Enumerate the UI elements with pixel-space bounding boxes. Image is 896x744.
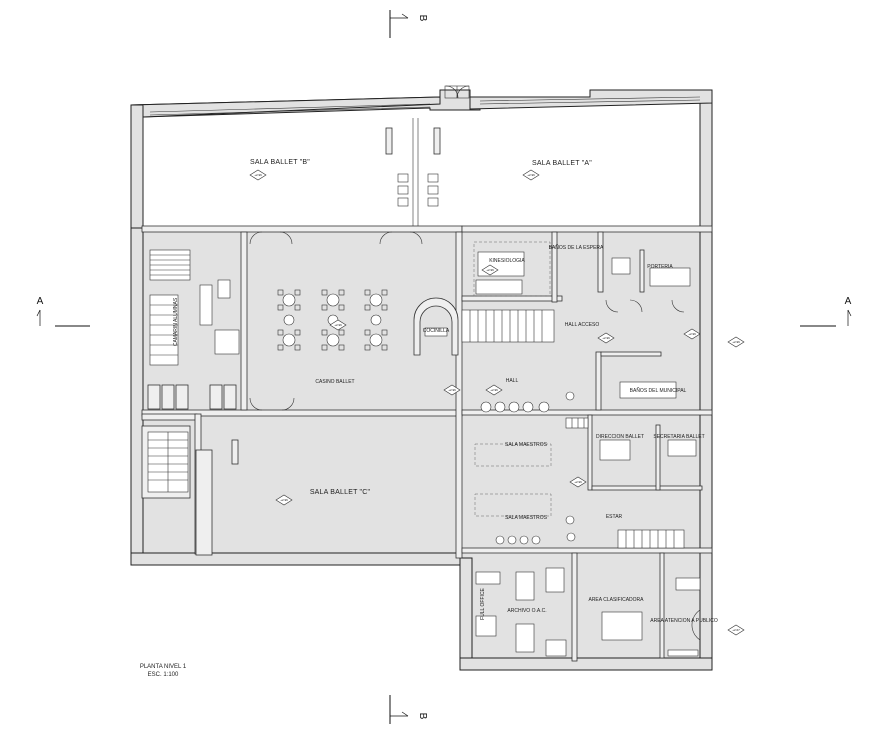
label-casino-ballet: CASINO BALLET (315, 379, 354, 385)
level-text: +2.96 (490, 388, 498, 392)
level-text: +2.96 (527, 173, 535, 177)
label-archivo-oac: ARCHIVO O.A.C. (507, 608, 546, 614)
section-letters: A A B B (37, 15, 852, 720)
level-text: +2.96 (448, 388, 456, 392)
label-banos-espera: BAÑOS DE LA ESPERA (549, 244, 604, 251)
level-text: +2.96 (732, 340, 740, 344)
plan-title: PLANTA NIVEL 1 (140, 664, 187, 670)
section-a-line (36, 309, 852, 327)
level-text: +2.96 (280, 498, 288, 502)
label-secretaria-ballet: SECRETARIA BALLET (653, 434, 704, 440)
outer-walls (130, 89, 713, 671)
label-sala-ballet-a: SALA BALLET "A" (532, 160, 592, 167)
label-sala-maestros-2: SALA MAESTROS (505, 515, 548, 521)
level-marker: +2.67 (727, 624, 745, 636)
label-banos-municipal: BAÑOS DEL MUNICIPAL (630, 387, 687, 394)
level-marker: +2.96 (522, 169, 540, 181)
casino-tables (277, 289, 388, 351)
level-marker: +2.96 (727, 336, 745, 348)
level-marker: +2.96 (481, 264, 499, 276)
level-marker: +2.96 (569, 476, 587, 488)
level-text: +2.96 (334, 323, 342, 327)
level-text: +2.67 (732, 628, 740, 632)
label-cocinilla: COCINILLA (423, 328, 450, 334)
label-sala-ballet-b: SALA BALLET "B" (250, 159, 310, 166)
level-marker: +2.96 (683, 328, 701, 340)
section-b-top: B (417, 15, 428, 22)
table-set (282, 293, 383, 347)
label-direccion-ballet: DIRECCION BALLET (596, 434, 644, 440)
label-area-clasificadora: AREA CLASIFICADORA (588, 597, 644, 603)
section-b-line (389, 10, 409, 724)
room-labels: SALA BALLET "B" SALA BALLET "A" SALA BAL… (173, 159, 718, 624)
level-text: +2.96 (254, 173, 262, 177)
title-block: PLANTA NIVEL 1 ESC. 1:100 (140, 664, 187, 678)
doors (249, 85, 701, 641)
level-marker: +2.96 (249, 169, 267, 181)
level-marker: +2.96 (443, 384, 461, 396)
label-camarin-alumnas: CAMARIN ALUMNAS (173, 297, 179, 346)
level-text: +2.96 (574, 480, 582, 484)
label-hall: HALL (506, 378, 519, 384)
level-text: +2.96 (486, 268, 494, 272)
section-a-right: A (845, 296, 852, 307)
level-markers: +2.96 +2.96 +2.96 +2.96 +2.96 +2.96 +2.9… (249, 169, 745, 636)
label-hall-acceso: HALL ACCESO (565, 322, 600, 328)
label-sala-maestros-1: SALA MAESTROS (505, 442, 548, 448)
level-text: +2.96 (688, 332, 696, 336)
label-area-atencion: AREA ATENCION A PUBLICO (650, 618, 718, 624)
plan-scale: ESC. 1:100 (148, 672, 179, 678)
label-sala-ballet-c: SALA BALLET "C" (310, 489, 371, 496)
level-marker: +2.96 (485, 384, 503, 396)
label-full-office: FULL OFFICE (480, 587, 486, 619)
section-a-left: A (37, 296, 44, 307)
stairs (147, 249, 685, 549)
level-marker: +2.96 (275, 494, 293, 506)
cocinilla-apse (413, 297, 459, 356)
section-b-bottom: B (417, 713, 428, 720)
label-estar: ESTAR (606, 514, 623, 520)
label-kinesiologia: KINESIOLOGIA (489, 258, 525, 264)
office-furniture (473, 241, 701, 657)
level-text: +2.96 (602, 336, 610, 340)
label-porteria: PORTERIA (647, 264, 673, 270)
ballet-storage (231, 118, 441, 465)
camarin-fixtures (147, 279, 240, 410)
level-marker: +2.96 (329, 319, 347, 331)
level-marker: +2.96 (597, 332, 615, 344)
